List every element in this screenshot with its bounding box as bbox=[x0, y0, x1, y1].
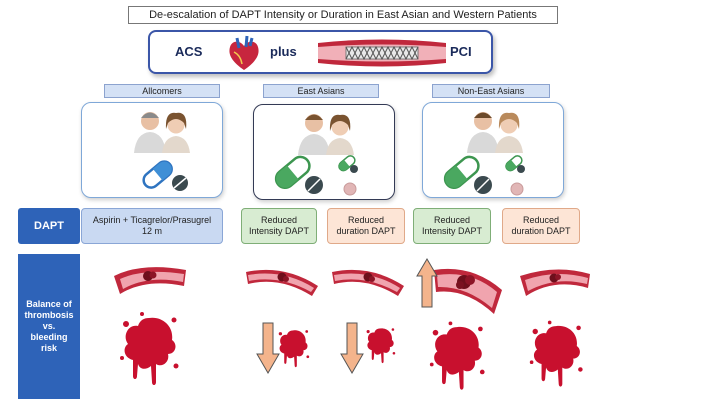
group-box-non-east-asians bbox=[422, 102, 564, 198]
vessel-thrombus-icon bbox=[332, 269, 404, 296]
bleeding-splatter-small-icon bbox=[366, 328, 396, 364]
patients-icon bbox=[298, 114, 354, 155]
arrow-up-icon bbox=[416, 258, 438, 308]
dapt-cell-line: Reduced bbox=[347, 215, 385, 225]
group-label-allcomers: Allcomers bbox=[104, 84, 220, 98]
arrow-down-icon bbox=[256, 322, 280, 374]
group-box-east-asians bbox=[253, 104, 395, 200]
pill-small-icon bbox=[505, 155, 525, 196]
patients-icon bbox=[467, 112, 523, 153]
dapt-cell-line: Aspirin + Ticagrelor/Prasugrel bbox=[92, 215, 212, 225]
plus-label: plus bbox=[270, 44, 297, 59]
balance-label-line: bleeding bbox=[30, 332, 68, 342]
group-label-non-east-asians: Non-East Asians bbox=[432, 84, 550, 98]
dapt-cell-line: Reduced bbox=[522, 215, 560, 225]
bleeding-splatter-icon bbox=[120, 312, 179, 385]
balance-label-line: thrombosis bbox=[24, 310, 74, 320]
dapt-cell-line: Reduced bbox=[433, 215, 471, 225]
dapt-cell-line: Intensity DAPT bbox=[248, 226, 310, 236]
figure-title: De-escalation of DAPT Intensity or Durat… bbox=[128, 6, 558, 24]
pill-capsule-blue-icon bbox=[142, 160, 188, 191]
stent-vessel-icon bbox=[318, 39, 446, 67]
dapt-cell-line: duration DAPT bbox=[511, 226, 571, 236]
dapt-cell-line: 12 m bbox=[141, 226, 162, 236]
dapt-row-label: DAPT bbox=[18, 208, 80, 244]
dapt-cell-line: Reduced bbox=[260, 215, 298, 225]
group-box-allcomers bbox=[81, 102, 223, 198]
heart-icon bbox=[229, 35, 259, 70]
patients-icon bbox=[134, 112, 190, 153]
pill-capsule-green-icon bbox=[274, 155, 323, 194]
bleeding-splatter-icon bbox=[529, 320, 583, 387]
balance-label-line: risk bbox=[40, 343, 57, 353]
group-label-east-asians: East Asians bbox=[263, 84, 379, 98]
bleeding-splatter-icon bbox=[429, 321, 485, 390]
vessel-thrombus-icon bbox=[114, 267, 186, 294]
balance-label-line: Balance of bbox=[26, 299, 72, 309]
dapt-cell-line: Intensity DAPT bbox=[421, 226, 483, 236]
bleeding-splatter-small-icon bbox=[278, 330, 310, 368]
balance-label-line: vs. bbox=[42, 321, 56, 331]
pci-label: PCI bbox=[450, 44, 472, 59]
vessel-thrombus-large-icon bbox=[434, 268, 502, 314]
arrow-down-icon bbox=[340, 322, 364, 374]
pill-small-icon bbox=[338, 155, 358, 196]
vessel-thrombus-icon bbox=[520, 269, 590, 296]
vessel-thrombus-icon bbox=[246, 269, 318, 296]
dapt-cell-line: duration DAPT bbox=[336, 226, 396, 236]
acs-pci-box: ACS plus PCI bbox=[148, 30, 493, 74]
pill-capsule-green-icon bbox=[443, 155, 492, 194]
balance-row-label: Balance of thrombosis vs. bleeding risk bbox=[18, 254, 80, 399]
acs-label: ACS bbox=[175, 44, 203, 59]
